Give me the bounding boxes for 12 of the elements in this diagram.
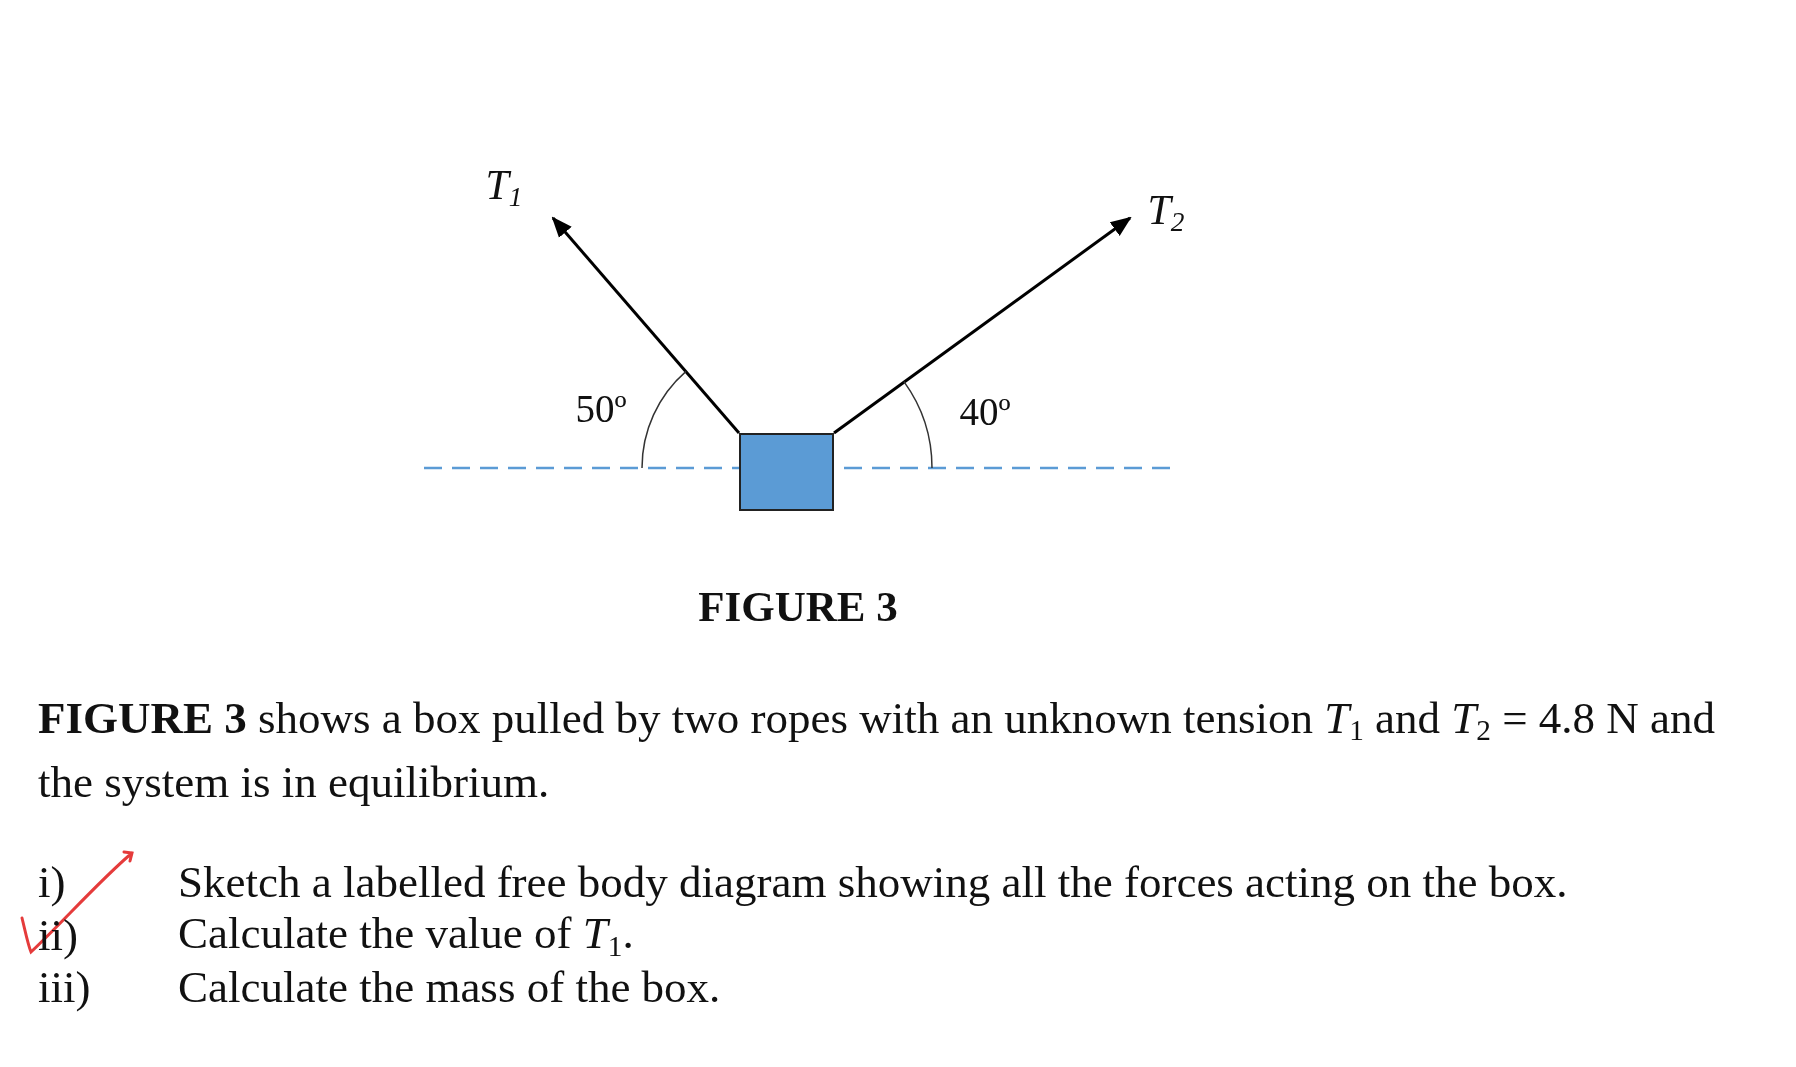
force-label: T$_{2}$ [1147,186,1185,239]
question-text: FIGURE 3 shows a box pulled by two ropes with an unknown tension T$_{1}$ and T$_{2}$ = 4.8 N and the system is in equilibrium. [38,692,1717,809]
question-item: Sketch a labelled free body diagram showing all the forces acting on the box. [178,856,1568,909]
force-label: T$_{1}$ [485,161,523,214]
item-number: iii) [38,961,91,1014]
question-item: Calculate the value of T$_{1}$. [178,907,634,964]
item-number: i) [38,856,66,909]
figure-caption: FIGURE 3 [698,582,898,633]
question-item: Calculate the mass of the box. [178,961,721,1014]
box-shape [739,433,834,511]
angle-label: 50º [575,385,627,432]
angle-label: 40º [959,388,1011,435]
